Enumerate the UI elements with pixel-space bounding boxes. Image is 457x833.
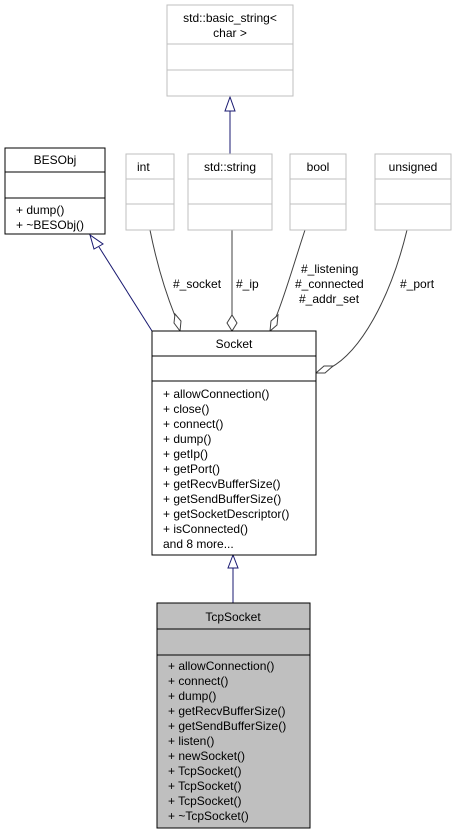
class-name: Socket — [216, 337, 253, 351]
class-name: TcpSocket — [205, 610, 261, 624]
method-item: + dump() — [163, 432, 211, 446]
method-item: + getSendBufferSize() — [168, 719, 286, 733]
method-item: + getPort() — [163, 462, 220, 476]
method-item: + ~TcpSocket() — [168, 809, 249, 823]
class-node-besobj[interactable]: BESObj + dump() + ~BESObj() — [4, 147, 106, 235]
class-node-socket[interactable]: Socket + allowConnection() + close() + c… — [151, 330, 317, 556]
class-node-std-string[interactable]: std::string — [187, 153, 273, 231]
method-item: + connect() — [168, 674, 228, 688]
method-item: + dump() — [168, 689, 216, 703]
method-item: + getIp() — [163, 447, 208, 461]
class-name: std::basic_string< — [183, 11, 277, 25]
method-item: + getRecvBufferSize() — [163, 477, 281, 491]
class-node-unsigned[interactable]: unsigned — [374, 153, 452, 231]
class-node-int[interactable]: int — [125, 153, 175, 231]
inheritance-edge-besobj — [89, 233, 153, 332]
edge-label-addr-set: #_addr_set — [299, 292, 360, 306]
class-name: int — [137, 160, 150, 174]
method-item: + getSocketDescriptor() — [163, 507, 289, 521]
class-node-bool[interactable]: bool — [289, 153, 347, 231]
method-item: + connect() — [163, 417, 223, 431]
method-item: + TcpSocket() — [168, 779, 241, 793]
class-node-basic-string[interactable]: std::basic_string< char > — [166, 4, 294, 97]
edge-label-ip: #_ip — [236, 277, 259, 291]
method-item: + listen() — [168, 734, 214, 748]
edge-label-port: #_port — [400, 277, 435, 291]
method-item: + TcpSocket() — [168, 764, 241, 778]
class-name: bool — [307, 160, 330, 174]
class-name: std::string — [204, 160, 256, 174]
class-name: char > — [213, 26, 247, 40]
edge-label-socket: #_socket — [173, 277, 222, 291]
method-item: + TcpSocket() — [168, 794, 241, 808]
method-item: + ~BESObj() — [16, 218, 84, 232]
class-name: unsigned — [389, 160, 438, 174]
class-name: BESObj — [34, 153, 77, 167]
composition-edge-ip — [226, 229, 238, 332]
class-node-tcpsocket[interactable]: TcpSocket + allowConnection() + connect(… — [156, 602, 311, 829]
method-item: + close() — [163, 402, 209, 416]
method-item: + allowConnection() — [168, 659, 274, 673]
edge-label-connected: #_connected — [295, 277, 364, 291]
inheritance-edge-string — [224, 95, 236, 155]
inheritance-edge-socket — [227, 553, 239, 603]
method-item: + allowConnection() — [163, 387, 269, 401]
composition-edge-bool — [269, 229, 306, 333]
method-item: + dump() — [16, 203, 64, 217]
edge-label-listening: #_listening — [301, 262, 358, 276]
method-item: + getRecvBufferSize() — [168, 704, 286, 718]
composition-edge-port — [314, 229, 408, 374]
composition-edge-socket — [149, 229, 182, 333]
method-item: + getSendBufferSize() — [163, 492, 281, 506]
method-item: + newSocket() — [168, 749, 245, 763]
method-item: and 8 more... — [163, 537, 234, 551]
method-item: + isConnected() — [163, 522, 248, 536]
